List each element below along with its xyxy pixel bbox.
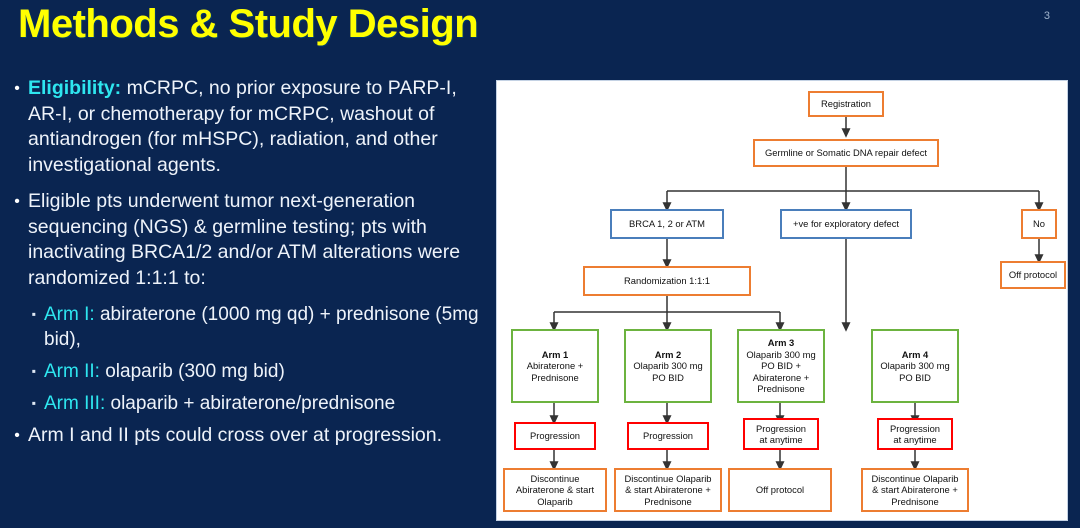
page-title: Methods & Study Design [18,2,479,46]
sub-bullet-marker: ▪ [31,364,36,378]
bullet-marker: • [14,427,20,444]
list-item: ▪ Arm I: abiraterone (1000 mg qd) + pred… [6,302,492,352]
node-label: BRCA 1, 2 or ATM [629,218,705,230]
sub-bullet-body: olaparib + abiraterone/prednisone [105,393,396,414]
node-progression-arm-1[interactable]: Progression [514,422,596,450]
node-title: Arm 3 [767,337,795,349]
node-registration[interactable]: Registration [808,91,884,117]
node-label: Registration [820,98,872,110]
node-label: No [1033,218,1045,230]
node-title: Arm 1 [541,348,569,360]
list-item: • Eligibility: mCRPC, no prior exposure … [6,76,492,178]
sub-bullet-marker: ▪ [31,307,36,321]
sub-bullet-body: olaparib (300 mg bid) [99,361,285,382]
page-number: 3 [1043,10,1050,22]
node-exploratory-defect[interactable]: +ve for exploratory defect [780,209,912,239]
node-off-protocol-no-branch[interactable]: Off protocol [1000,261,1066,289]
sub-bullet-text: Arm III: olaparib + abiraterone/predniso… [44,391,492,416]
node-label: Germline or Somatic DNA repair defect [764,147,928,159]
sub-bullet-lead: Arm III: [44,393,106,414]
bullet-text: Eligibility: mCRPC, no prior exposure to… [28,76,492,178]
node-progression-arm-3[interactable]: Progression at anytime [743,418,819,450]
sub-bullet-body: abiraterone (1000 mg qd) + prednisone (5… [44,304,479,350]
node-label: Off protocol [1008,269,1058,281]
node-discontinue-arm-4[interactable]: Discontinue Olaparib & start Abiraterone… [861,468,969,512]
node-no[interactable]: No [1021,209,1057,239]
node-discontinue-arm-2[interactable]: Discontinue Olaparib & start Abiraterone… [614,468,722,512]
node-label: Progression [529,430,581,442]
study-design-flowchart: Registration Germline or Somatic DNA rep… [496,80,1068,521]
node-progression-arm-4[interactable]: Progression at anytime [877,418,953,450]
list-item: • Eligible pts underwent tumor next-gene… [6,189,492,291]
flow-connectors [549,117,1044,471]
sub-bullet-text: Arm I: abiraterone (1000 mg qd) + predni… [44,302,492,352]
node-body: Olaparib 300 mg PO BID [633,360,703,383]
node-body: Olaparib 300 mg PO BID [880,360,950,383]
bullet-marker: • [14,193,20,210]
node-label: Progression at anytime [889,422,941,445]
node-title: Arm 4 [901,348,929,360]
node-off-protocol-arm-3[interactable]: Off protocol [728,468,832,512]
node-dna-repair-defect[interactable]: Germline or Somatic DNA repair defect [753,139,939,167]
bullet-list: • Eligibility: mCRPC, no prior exposure … [6,76,492,460]
node-progression-arm-2[interactable]: Progression [627,422,709,450]
node-discontinue-arm-1[interactable]: Discontinue Abiraterone & start Olaparib [503,468,607,512]
sub-bullet-list: ▪ Arm I: abiraterone (1000 mg qd) + pred… [6,302,492,416]
node-body: Abiraterone + Prednisone [526,360,584,383]
node-label: Progression [642,430,694,442]
list-item: • Arm I and II pts could cross over at p… [6,423,492,449]
node-brca-atm[interactable]: BRCA 1, 2 or ATM [610,209,724,239]
bullet-lead: Eligibility: [28,77,122,99]
bullet-marker: • [14,80,20,97]
node-label: Discontinue Olaparib & start Abiraterone… [871,472,959,507]
bullet-text: Arm I and II pts could cross over at pro… [28,424,443,446]
node-body: Olaparib 300 mg PO BID + Abiraterone + P… [746,348,816,395]
node-title: Arm 2 [654,348,682,360]
bullet-body: mCRPC, no prior exposure to PARP-I, AR-I… [28,77,457,176]
sub-bullet-lead: Arm I: [44,304,95,325]
node-label: Discontinue Abiraterone & start Olaparib [515,472,595,507]
sub-bullet-lead: Arm II: [44,361,100,382]
node-label: Randomization 1:1:1 [624,275,710,287]
node-label: +ve for exploratory defect [792,218,900,230]
node-randomization[interactable]: Randomization 1:1:1 [583,266,751,296]
node-label: Off protocol [755,484,805,496]
sub-bullet-marker: ▪ [31,396,36,410]
bullet-text: Eligible pts underwent tumor next-genera… [28,190,461,289]
list-item: ▪ Arm II: olaparib (300 mg bid) [6,359,492,384]
node-label: Progression at anytime [755,422,807,445]
list-item: ▪ Arm III: olaparib + abiraterone/predni… [6,391,492,416]
node-label: Discontinue Olaparib & start Abiraterone… [624,472,712,507]
sub-bullet-text: Arm II: olaparib (300 mg bid) [44,359,492,384]
